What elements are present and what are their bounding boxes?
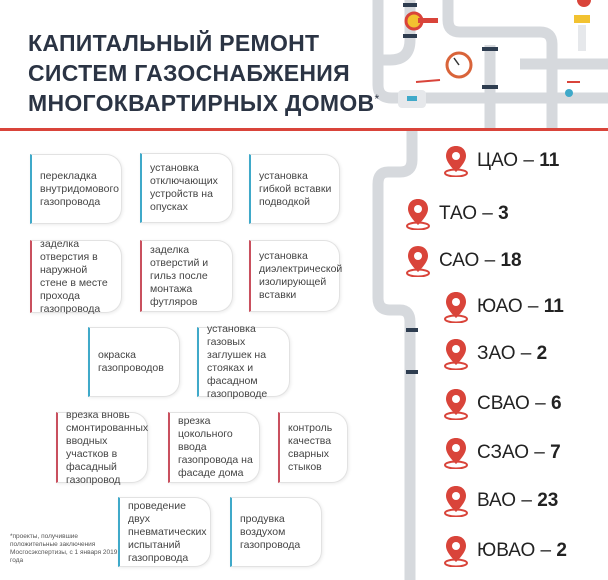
divider-line <box>0 128 608 131</box>
work-card: проведение двух пневматических испытаний… <box>118 497 211 567</box>
district-item: ЗАО – 2 <box>443 338 547 370</box>
district-item: ВАО – 23 <box>443 485 558 517</box>
title-line-1: КАПИТАЛЬНЫЙ РЕМОНТ <box>28 30 320 56</box>
title-line-3: МНОГОКВАРТИРНЫХ ДОМОВ* <box>28 88 379 118</box>
work-card: контроль качества сварных стыков <box>278 412 348 483</box>
work-card: врезка вновь смонтированных вводных учас… <box>56 409 148 486</box>
district-separator: – <box>516 490 538 511</box>
map-pin-icon <box>444 536 468 567</box>
district-item: САО – 18 <box>405 245 522 277</box>
work-card: установка газовых заглушек на стояках и … <box>197 323 290 400</box>
map-pin-icon <box>444 339 468 370</box>
work-card: заделка отверстия в наружной стене в мес… <box>30 238 122 315</box>
work-card: заделка отверстий и гильз после монтажа … <box>140 240 233 312</box>
district-separator: – <box>529 442 551 463</box>
district-separator: – <box>515 343 537 364</box>
district-item: ЮВАО – 2 <box>443 535 567 567</box>
title-line-2: СИСТЕМ ГАЗОСНАБЖЕНИЯ <box>28 60 350 86</box>
district-item: СЗАО – 7 <box>443 437 561 469</box>
district-count: 6 <box>550 393 562 414</box>
work-card: установка отключающих устройств на опуск… <box>140 153 233 223</box>
district-count: 7 <box>550 442 561 463</box>
district-name: ТАО <box>439 203 478 224</box>
map-pin-icon <box>406 199 430 230</box>
page-title: КАПИТАЛЬНЫЙ РЕМОНТ СИСТЕМ ГАЗОСНАБЖЕНИЯ … <box>28 28 379 118</box>
district-separator: – <box>477 203 499 224</box>
district-name: ЗАО <box>477 343 516 364</box>
district-name: ЦАО <box>477 150 519 171</box>
work-card: установка гибкой вставки подводкой <box>249 154 340 224</box>
district-name: САО <box>439 250 480 271</box>
district-name: ЮВАО <box>477 540 536 561</box>
district-count: 11 <box>543 296 564 317</box>
map-pin-icon <box>444 486 468 517</box>
district-count: 18 <box>500 250 522 271</box>
district-separator: – <box>529 393 551 414</box>
work-card: перекладка внутридомового газопровода <box>30 154 122 224</box>
work-card: врезка цокольного ввода газопровода на ф… <box>168 412 260 483</box>
district-name: СВАО <box>477 393 530 414</box>
district-item: ТАО – 3 <box>405 198 509 230</box>
district-item: ЮАО – 11 <box>443 291 564 323</box>
district-name: СЗАО <box>477 442 530 463</box>
district-separator: – <box>479 250 501 271</box>
map-pin-icon <box>444 146 468 177</box>
district-count: 11 <box>539 150 560 171</box>
district-separator: – <box>535 540 557 561</box>
title-line-3-text: МНОГОКВАРТИРНЫХ ДОМОВ <box>28 90 375 116</box>
district-count: 3 <box>498 203 509 224</box>
work-card: продувка воздухом газопровода <box>230 497 322 567</box>
title-asterisk: * <box>374 92 380 106</box>
district-item: ЦАО – 11 <box>443 145 559 177</box>
district-name: ЮАО <box>477 296 523 317</box>
map-pin-icon <box>444 389 468 420</box>
district-count: 2 <box>556 540 567 561</box>
map-pin-icon <box>406 246 430 277</box>
district-item: СВАО – 6 <box>443 388 562 420</box>
footnote: *проекты, получившие положительные заклю… <box>10 533 118 564</box>
work-card: окраска газопроводов <box>88 327 180 397</box>
work-card: установка диэлектрической изолирующей вс… <box>249 240 342 312</box>
map-pin-icon <box>444 292 468 323</box>
district-count: 2 <box>536 343 548 364</box>
district-separator: – <box>522 296 544 317</box>
district-separator: – <box>518 150 540 171</box>
district-count: 23 <box>537 490 559 511</box>
district-name: ВАО <box>477 490 517 511</box>
map-pin-icon <box>444 438 468 469</box>
